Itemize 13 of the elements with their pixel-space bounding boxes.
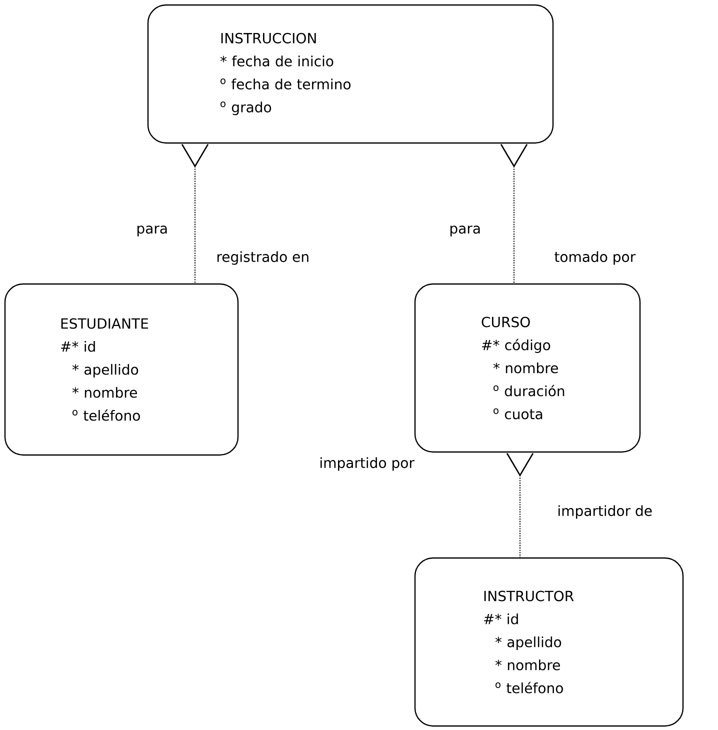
relationship-line [500, 144, 528, 284]
relationship-label: registrado en [217, 251, 308, 265]
relationship-label: para [450, 226, 480, 236]
entity-box: INSTRUCTOR #* id * apellido * nombre $^{o}$ teléfono [414, 557, 684, 727]
relationship-label: impartido por [320, 457, 414, 471]
relationship-label: tomado por [554, 251, 636, 265]
relationship-line [506, 452, 534, 558]
entity-box: INSTRUCCION * fecha de inicio $^{o}$ fecha de termino $^{o}$ grado [147, 4, 554, 144]
relationship-label: para [137, 226, 167, 236]
relationship-line [181, 144, 209, 284]
entity-box: ESTUDIANTE #* id * apellido * nombre $^{o}$ teléfono [4, 283, 239, 456]
relationship-label: impartidor de [558, 505, 652, 519]
entity-box: CURSO #* código * nombre $^{o}$ duración $^{o}$ cuota [414, 283, 641, 453]
